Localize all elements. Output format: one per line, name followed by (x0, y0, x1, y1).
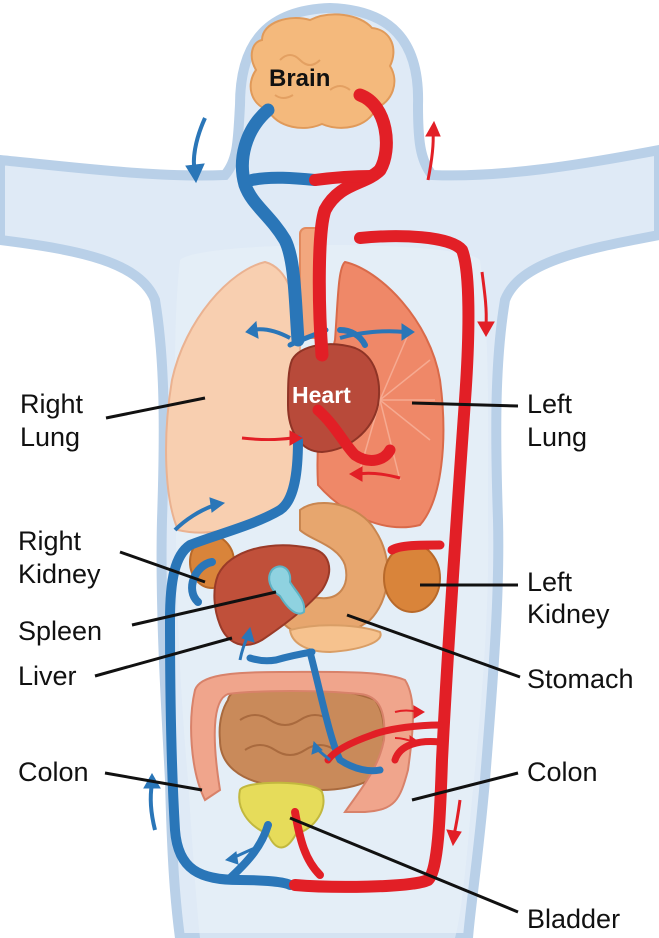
label-right-kidney-line1: Right (18, 526, 82, 556)
label-colon-left: Colon (18, 757, 89, 787)
label-right-kidney-line2: Kidney (18, 559, 101, 589)
label-right-lung-line1: Right (20, 389, 84, 419)
label-left-kidney-line2: Kidney (527, 599, 610, 629)
label-heart: Heart (292, 382, 351, 408)
label-brain: Brain (269, 65, 330, 92)
label-left-kidney-line1: Left (527, 567, 573, 597)
label-bladder: Bladder (527, 904, 620, 934)
label-right-lung-line2: Lung (20, 422, 80, 452)
label-spleen: Spleen (18, 616, 102, 646)
label-liver: Liver (18, 661, 77, 691)
label-stomach: Stomach (527, 664, 634, 694)
label-colon-right: Colon (527, 757, 598, 787)
label-left-lung-line1: Left (527, 389, 573, 419)
label-left-lung-line2: Lung (527, 422, 587, 452)
